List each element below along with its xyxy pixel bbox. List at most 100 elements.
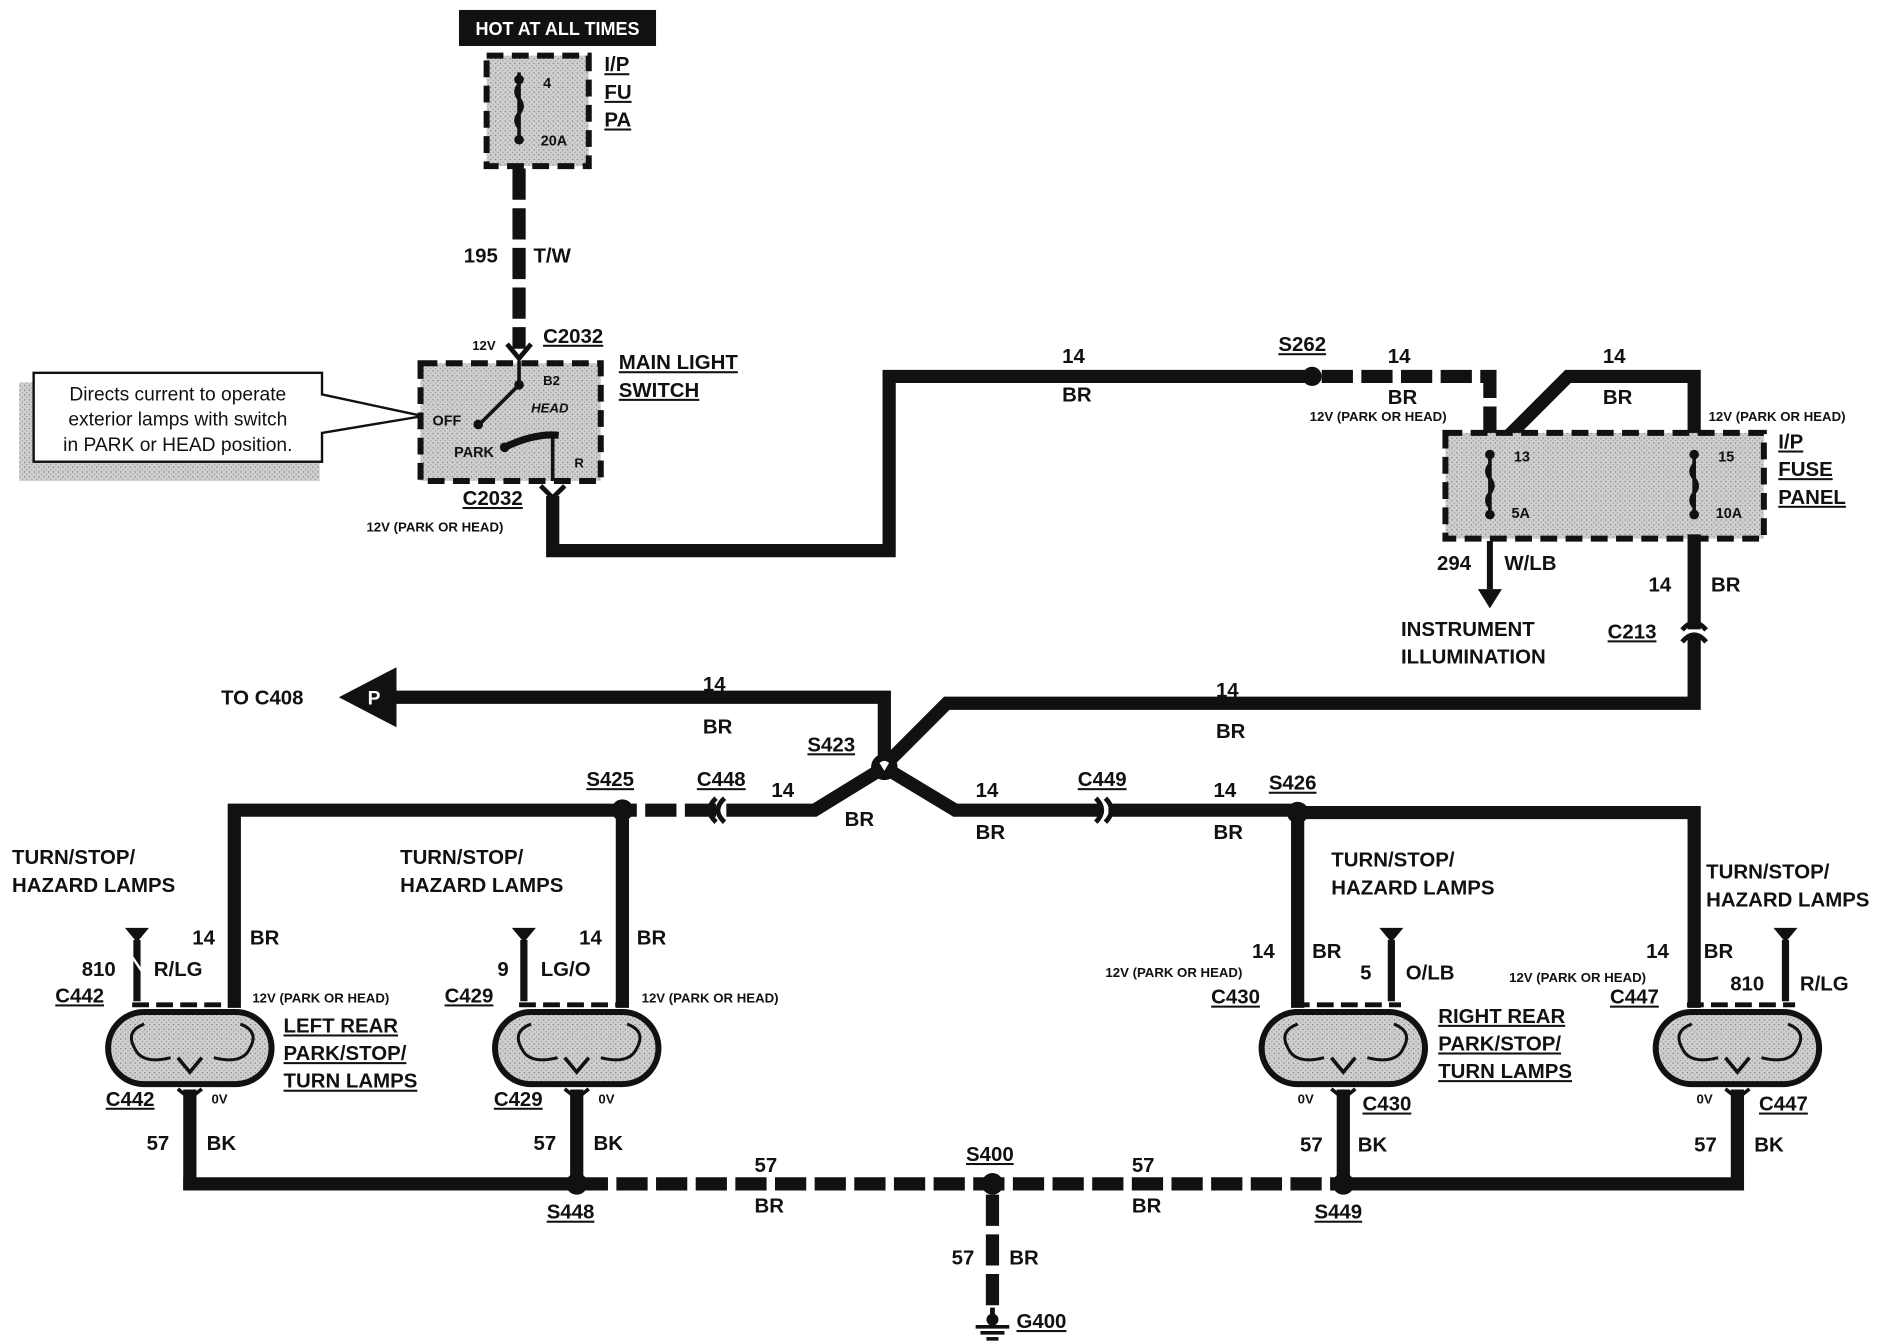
lamp4-group-2: HAZARD LAMPS: [1706, 889, 1869, 911]
feed-wire-s262-right: 14 BR: [1321, 346, 1497, 436]
drop-gauge: 57: [952, 1247, 975, 1269]
fuse13-number: 13: [1514, 450, 1530, 466]
feed-main-gauge: 14: [1062, 346, 1085, 368]
instrument-label-2: ILLUMINATION: [1401, 647, 1546, 669]
switch-pos-off: OFF: [433, 414, 462, 430]
lamp1-connector-bottom: C442: [106, 1089, 155, 1111]
lamp-c447: TURN/STOP/ HAZARD LAMPS 14 BR 810 R/LG 1…: [1509, 862, 1869, 1191]
hot-label: HOT AT ALL TIMES: [475, 19, 639, 39]
switch-pos-head: HEAD: [531, 400, 569, 415]
s426-color: BR: [1214, 822, 1244, 844]
lamp3-voltage: 12V (PARK OR HEAD): [1105, 965, 1242, 980]
switch-pos-b2: B2: [543, 373, 560, 388]
lamp2-group-2: HAZARD LAMPS: [400, 875, 563, 897]
s448-label: S448: [547, 1202, 595, 1224]
feed-main-color: BR: [1062, 385, 1092, 407]
lamp4-voltage: 12V (PARK OR HEAD): [1509, 970, 1646, 985]
fuse-name-1: I/P: [604, 54, 629, 76]
callout-line-2: exterior lamps with switch: [68, 410, 287, 431]
fuse15-in-gauge: 14: [1603, 346, 1626, 368]
fuse15-rating: 10A: [1716, 506, 1743, 522]
callout-line-3: in PARK or HEAD position.: [63, 435, 292, 456]
to-c408-label: TO C408: [221, 687, 303, 709]
lamp3-feed-color: BR: [1312, 941, 1342, 963]
splice-s262: S262: [1278, 334, 1326, 387]
lamp4-gnd-gauge: 57: [1694, 1134, 1717, 1156]
lamp4-sig-circuit: 810: [1730, 973, 1764, 995]
feed-wire-to-s423: 14 BR: [879, 635, 1701, 771]
to-c408-color: BR: [703, 716, 733, 738]
g400-label: G400: [1016, 1311, 1066, 1333]
bus-right-color: BR: [1132, 1196, 1162, 1218]
panel-name-3: PANEL: [1778, 487, 1846, 509]
to-c408-gauge: 14: [703, 674, 726, 696]
ip-fuse-top: 4 20A I/P FU PA: [483, 52, 632, 170]
ip-fuse-panel: 12V (PARK OR HEAD) 12V (PARK OR HEAD) 13…: [1310, 409, 1846, 542]
lamp2-ground-v: 0V: [598, 1091, 614, 1106]
lamp4-ground-v: 0V: [1697, 1091, 1713, 1106]
lamp3-feed-gauge: 14: [1252, 941, 1275, 963]
ground-bus: S448 S400 S449 57 BR 57 BR 57 BR: [183, 1144, 1745, 1313]
branch-left-color: BR: [845, 809, 875, 831]
lamp2-gnd-color: BK: [594, 1133, 624, 1155]
feed-wire-to-c408: P TO C408 14 BR: [221, 667, 891, 772]
fuse-number: 4: [543, 76, 551, 92]
lamp1-feed-color: BR: [250, 928, 280, 950]
lamp3-connector-top: C430: [1211, 987, 1260, 1009]
switch-callout: Directs current to operate exterior lamp…: [19, 371, 424, 481]
lamp3-connector-bottom: C430: [1363, 1094, 1412, 1116]
feed-wire-c213: 14 BR C213: [1608, 534, 1741, 644]
drop-color: BR: [1009, 1247, 1039, 1269]
lamp3-sig-color: O/LB: [1406, 963, 1455, 985]
fuse-name-3: PA: [604, 110, 631, 132]
wire-195-color: T/W: [533, 245, 571, 267]
lamp2-sig-circuit: 9: [497, 959, 508, 981]
panel-name-2: FUSE: [1778, 459, 1832, 481]
c213-color: BR: [1711, 574, 1741, 596]
s262-right-gauge: 14: [1388, 346, 1411, 368]
lamp2-connector-bottom: C429: [494, 1089, 543, 1111]
lamp1-name-2: PARK/STOP/: [284, 1043, 407, 1065]
lamp4-gnd-color: BK: [1754, 1134, 1784, 1156]
branch-right: 14 BR C449 14 BR S426: [882, 762, 1701, 1008]
panel-name-1: I/P: [1778, 432, 1803, 454]
lamp3-ground-v: 0V: [1298, 1091, 1314, 1106]
bus-right-gauge: 57: [1132, 1155, 1155, 1177]
lamp1-sig-circuit: 810: [82, 959, 116, 981]
s423-label: S423: [807, 734, 855, 756]
s426-gauge: 14: [1214, 780, 1237, 802]
c213-gauge: 14: [1649, 574, 1672, 596]
main-light-switch: 12V C2032 MAIN LIGHT SWITCH B2 HEAD OFF …: [366, 326, 738, 535]
lamp1-voltage: 12V (PARK OR HEAD): [252, 990, 389, 1005]
s449-label: S449: [1314, 1202, 1362, 1224]
lamp3-group-1: TURN/STOP/: [1331, 850, 1455, 872]
lamp2-connector-top: C429: [445, 985, 494, 1007]
wire-195-circuit: 195: [464, 245, 498, 267]
s426-label: S426: [1269, 773, 1317, 795]
lamp4-feed-gauge: 14: [1646, 941, 1669, 963]
lamp1-feed-gauge: 14: [192, 928, 215, 950]
lamp4-group-1: TURN/STOP/: [1706, 862, 1830, 884]
lamp3-group-2: HAZARD LAMPS: [1331, 877, 1494, 899]
instrument-color: W/LB: [1504, 553, 1556, 575]
lamp4-feed-color: BR: [1704, 941, 1734, 963]
c448-label: C448: [697, 769, 746, 791]
instrument-illumination-wire: 294 W/LB INSTRUMENT ILLUMINATION: [1401, 541, 1556, 669]
instrument-circuit: 294: [1437, 553, 1472, 575]
lamp3-gnd-color: BK: [1358, 1134, 1388, 1156]
lamp2-voltage: 12V (PARK OR HEAD): [642, 990, 779, 1005]
c213-label: C213: [1608, 621, 1657, 643]
lamp2-feed-color: BR: [637, 928, 667, 950]
lamp3-sig-circuit: 5: [1360, 963, 1371, 985]
switch-name-1: MAIN LIGHT: [619, 352, 739, 374]
lamp1-connector-top: C442: [55, 985, 104, 1007]
wire-195: 195 T/W: [464, 168, 572, 363]
lamp1-name-1: LEFT REAR: [284, 1015, 399, 1037]
lamp3-name-2: PARK/STOP/: [1438, 1033, 1561, 1055]
switch-connector-bottom: C2032: [463, 488, 523, 510]
instrument-label-1: INSTRUMENT: [1401, 619, 1535, 641]
switch-name-2: SWITCH: [619, 380, 699, 402]
panel-voltage-right: 12V (PARK OR HEAD): [1709, 409, 1846, 424]
fuse15-in-color: BR: [1603, 387, 1633, 409]
lamp3-gnd-gauge: 57: [1300, 1134, 1323, 1156]
